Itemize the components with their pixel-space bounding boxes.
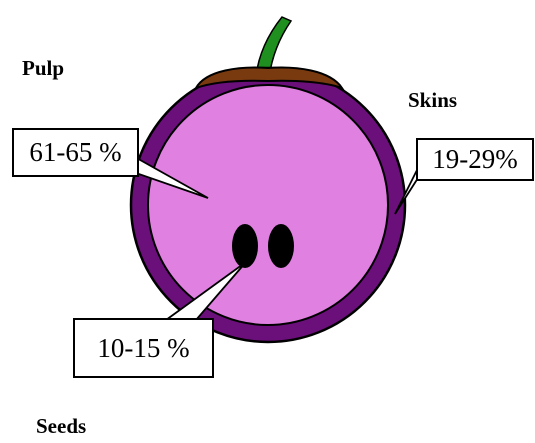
- pulp-percentage-callout: 61-65 %: [12, 128, 139, 177]
- pulp-label: Pulp: [22, 56, 64, 81]
- fruit-pulp: [148, 85, 388, 325]
- seed-right: [268, 224, 294, 268]
- skins-label: Skins: [408, 88, 457, 113]
- skins-percentage-callout: 19-29%: [416, 138, 534, 181]
- seeds-percentage-callout: 10-15 %: [73, 318, 214, 378]
- seed-left: [232, 224, 258, 268]
- seeds-label: Seeds: [36, 414, 86, 439]
